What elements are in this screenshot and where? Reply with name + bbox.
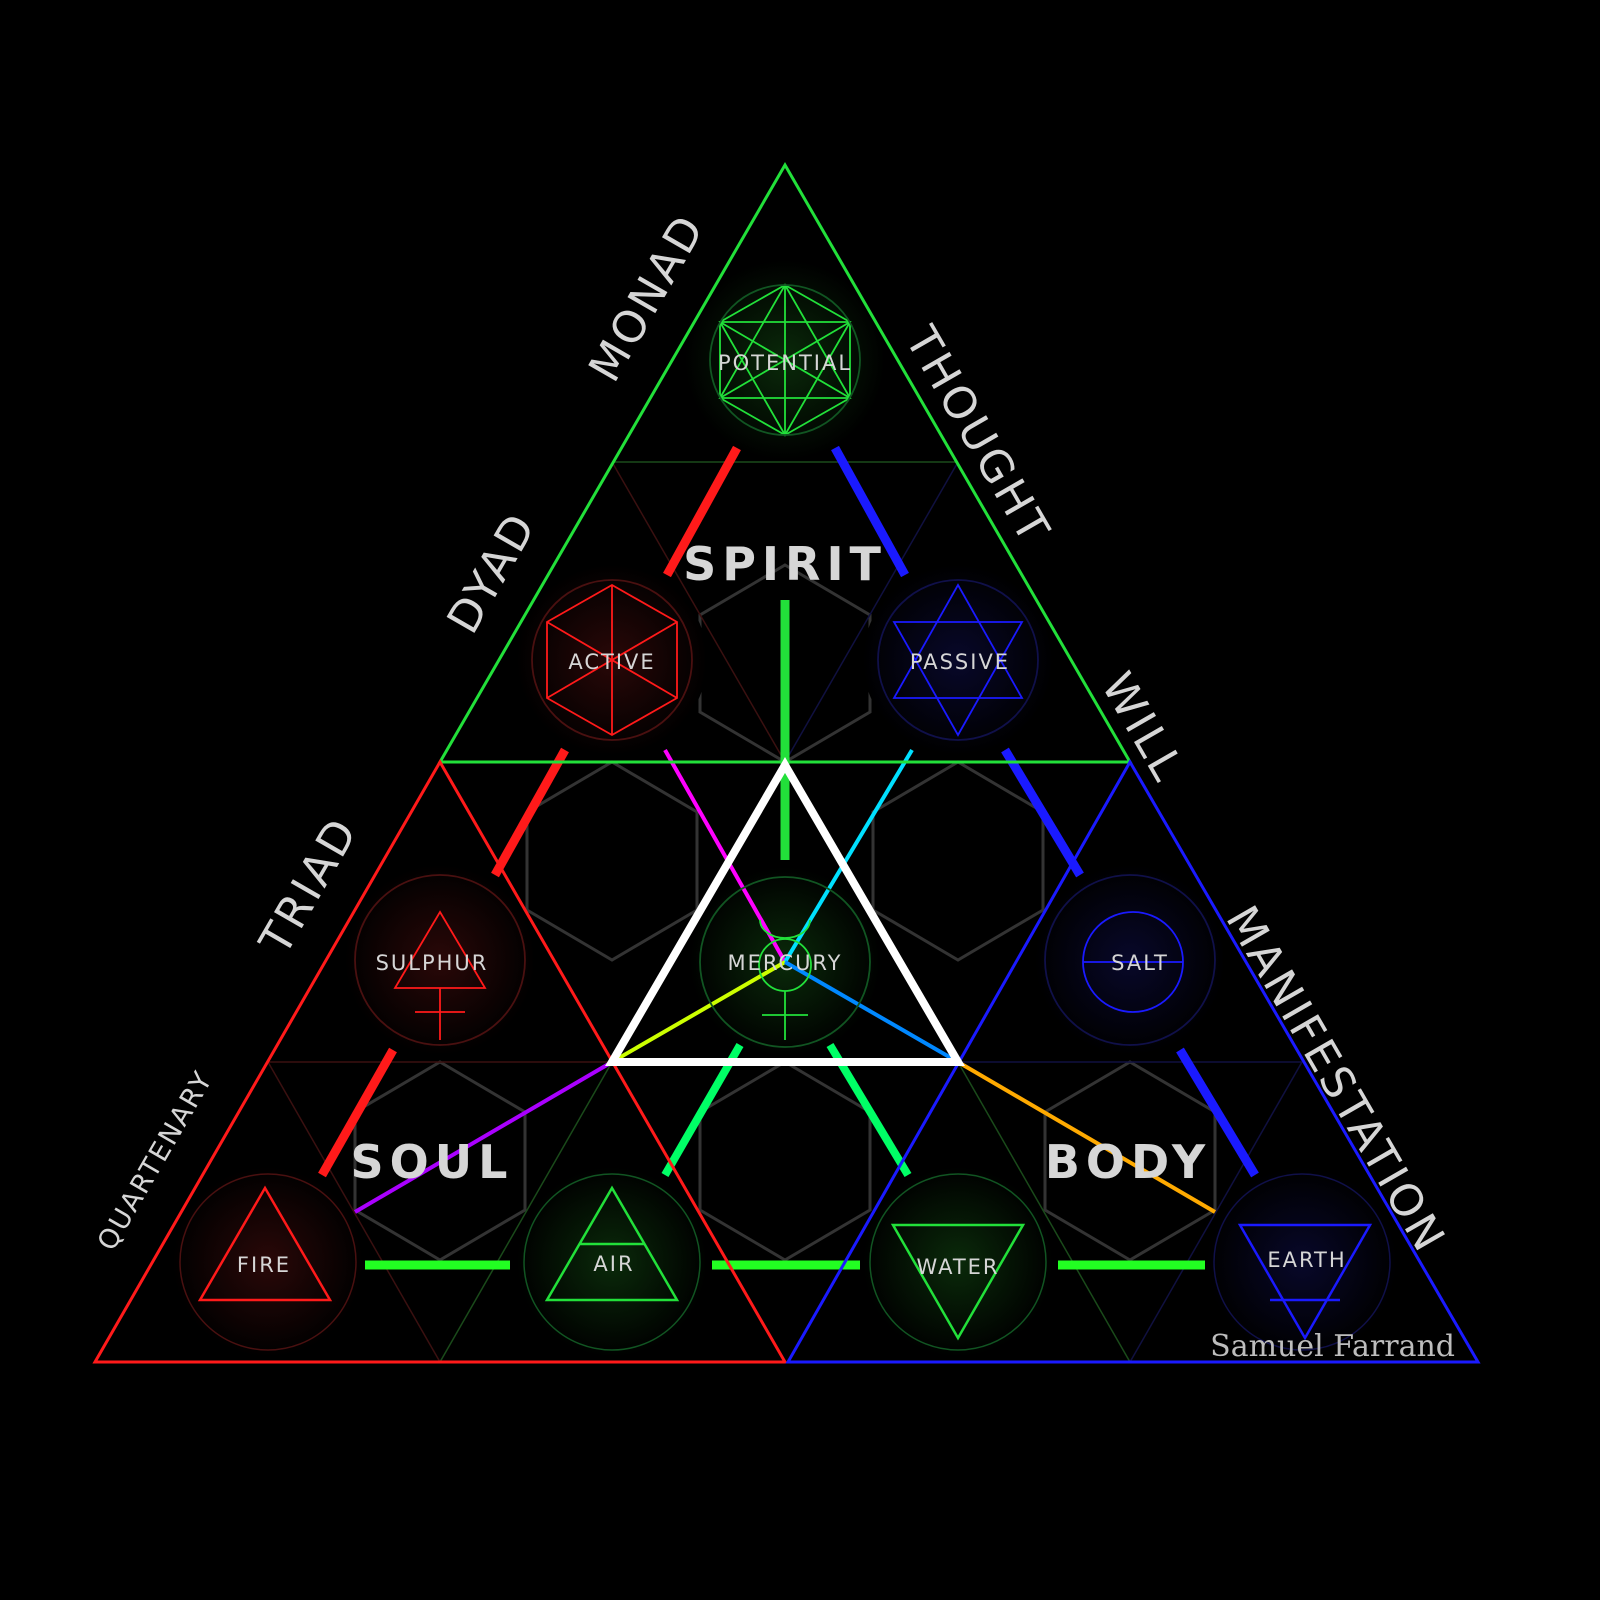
node-passive: PASSIVE (910, 650, 1010, 674)
hexagram-icon (877, 579, 1039, 741)
subdivision-lines (267, 461, 1303, 1363)
earth-triangle-icon (1213, 1173, 1391, 1351)
center-triangle (605, 757, 965, 1066)
water-triangle-icon (869, 1173, 1047, 1351)
node-mercury: MERCURY (727, 951, 842, 975)
signature: Samuel Farrand (1210, 1329, 1455, 1364)
node-earth: EARTH (1267, 1248, 1346, 1272)
sulphur-symbol-icon (354, 874, 526, 1046)
node-potential: POTENTIAL (718, 351, 852, 375)
mercury-symbol-icon (699, 876, 871, 1048)
node-water: WATER (916, 1255, 999, 1279)
soul-label: SOUL (351, 1135, 514, 1189)
hexagon-cube-icon (531, 579, 693, 741)
thick-connectors (318, 445, 1259, 1270)
salt-symbol-icon (1044, 874, 1216, 1046)
node-air: AIR (593, 1252, 634, 1276)
body-label: BODY (1045, 1135, 1211, 1189)
node-active: ACTIVE (568, 650, 655, 674)
spirit-label: SPIRIT (683, 537, 887, 591)
metatron-cube-icon (709, 283, 861, 437)
air-triangle-icon (523, 1173, 701, 1351)
node-fire: FIRE (237, 1253, 291, 1277)
fire-triangle-icon (179, 1173, 357, 1351)
node-sulphur: SULPHUR (376, 951, 489, 975)
node-salt: SALT (1111, 951, 1169, 975)
